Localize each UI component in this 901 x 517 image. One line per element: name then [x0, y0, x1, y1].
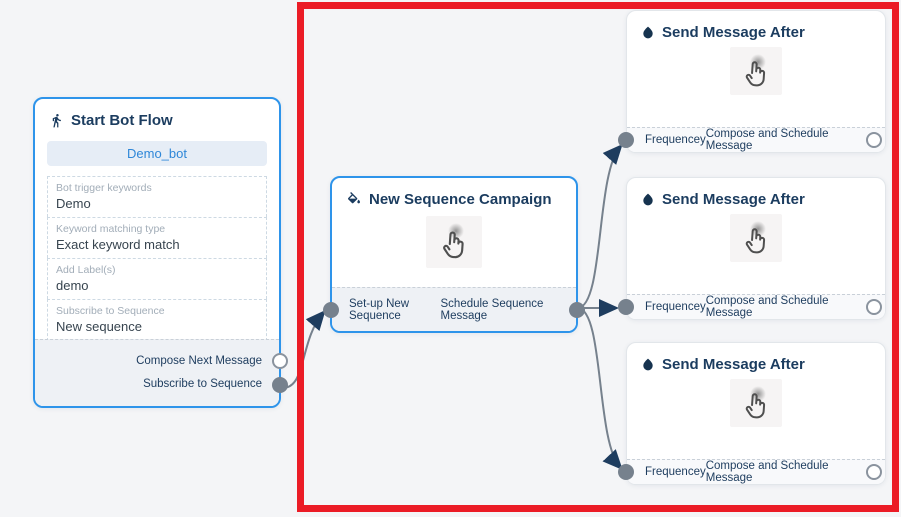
cursor-blur-dot [448, 223, 464, 239]
output-port-schedule-sequence-message[interactable] [569, 302, 585, 318]
input-port-frequencey[interactable] [618, 299, 634, 315]
send-message-after-node-3[interactable]: Send Message After Frequencey Compose an… [618, 342, 886, 485]
output-row-compose-next-message: Compose Next Message [35, 349, 288, 373]
send-node-title: Send Message After [662, 191, 805, 208]
hand-cursor-icon [443, 231, 464, 259]
hand-cursor-icon [745, 393, 766, 419]
edge-start-to-sequence[interactable] [280, 309, 326, 390]
bot-name-button[interactable]: Demo_bot [47, 141, 267, 166]
cursor-blur-dot [750, 54, 766, 70]
output-label: Compose Next Message [136, 354, 262, 367]
send-message-after-node-2[interactable]: Send Message After Frequencey Compose an… [618, 177, 886, 320]
input-label: Frequencey [645, 301, 706, 313]
field-label: Keyword matching type [56, 223, 166, 235]
hand-cursor-hint[interactable] [730, 379, 782, 427]
field-value: New sequence [56, 319, 142, 334]
input-port-frequencey[interactable] [618, 132, 634, 148]
edge-sequence-to-send-1[interactable] [577, 144, 623, 309]
send-node-footer: Frequencey Compose and Schedule Message [618, 294, 885, 319]
start-node-title: Start Bot Flow [71, 112, 173, 129]
water-drop-icon [643, 26, 653, 39]
edge-sequence-to-send-3[interactable] [577, 307, 623, 470]
send-node-title: Send Message After [662, 356, 805, 373]
output-label: Subscribe to Sequence [143, 378, 262, 391]
output-port-compose-and-schedule-message[interactable] [866, 464, 882, 480]
sequence-node-footer: Set-up New Sequence Schedule Sequence Me… [323, 287, 585, 331]
field-value: Exact keyword match [56, 237, 180, 252]
hand-cursor-icon [745, 228, 766, 254]
new-sequence-campaign-node[interactable]: New Sequence Campaign Set-up New Sequenc… [323, 176, 585, 333]
cursor-blur-dot [750, 386, 766, 402]
water-drop-icon [643, 193, 653, 206]
send-node-header: Send Message After [627, 343, 885, 379]
field-bot-trigger-keywords[interactable]: Bot trigger keywords Demo [47, 176, 267, 217]
field-add-labels[interactable]: Add Label(s) demo [47, 258, 267, 299]
input-port-set-up-new-sequence[interactable] [323, 302, 339, 318]
start-node-footer: Compose Next Message Subscribe to Sequen… [35, 339, 288, 406]
output-row-subscribe-to-sequence: Subscribe to Sequence [35, 373, 288, 397]
output-port-compose-next-message[interactable] [272, 353, 288, 369]
start-node-fields: Bot trigger keywords Demo Keyword matchi… [47, 176, 267, 341]
field-value: Demo [56, 196, 91, 211]
cursor-blur-dot [750, 221, 766, 237]
send-node-header: Send Message After [627, 11, 885, 47]
send-node-footer: Frequencey Compose and Schedule Message [618, 459, 885, 484]
output-label: Compose and Schedule Message [705, 460, 829, 484]
input-label: Frequencey [645, 134, 706, 146]
field-keyword-matching-type[interactable]: Keyword matching type Exact keyword matc… [47, 217, 267, 258]
output-port-compose-and-schedule-message[interactable] [866, 132, 882, 148]
send-node-footer: Frequencey Compose and Schedule Message [618, 127, 885, 152]
sequence-node-title: New Sequence Campaign [369, 191, 552, 208]
send-message-after-node-1[interactable]: Send Message After Frequencey Compose an… [618, 10, 886, 153]
hand-cursor-hint[interactable] [730, 214, 782, 262]
output-port-subscribe-to-sequence[interactable] [272, 376, 288, 393]
hand-cursor-hint[interactable] [730, 47, 782, 95]
hand-cursor-icon [745, 61, 766, 87]
walking-person-icon [52, 113, 61, 128]
output-label: Schedule Sequence Message [440, 297, 544, 322]
paint-bucket-icon [347, 191, 360, 203]
input-label: Set-up New Sequence [349, 297, 410, 322]
field-value: demo [56, 278, 89, 293]
field-label: Subscribe to Sequence [56, 305, 165, 317]
send-node-title: Send Message After [662, 24, 805, 41]
start-node-header: Start Bot Flow [35, 99, 279, 135]
input-port-frequencey[interactable] [618, 464, 634, 480]
water-drop-icon [643, 358, 653, 371]
output-label: Compose and Schedule Message [705, 295, 829, 319]
field-subscribe-to-sequence[interactable]: Subscribe to Sequence New sequence [47, 299, 267, 341]
field-label: Add Label(s) [56, 264, 116, 276]
send-node-header: Send Message After [627, 178, 885, 214]
sequence-node-header: New Sequence Campaign [332, 178, 576, 214]
hand-cursor-hint[interactable] [426, 216, 482, 268]
start-bot-flow-node[interactable]: Start Bot Flow Demo_bot Bot trigger keyw… [33, 97, 288, 408]
input-label: Frequencey [645, 466, 706, 478]
field-label: Bot trigger keywords [56, 182, 152, 194]
output-label: Compose and Schedule Message [705, 128, 829, 152]
output-port-compose-and-schedule-message[interactable] [866, 299, 882, 315]
